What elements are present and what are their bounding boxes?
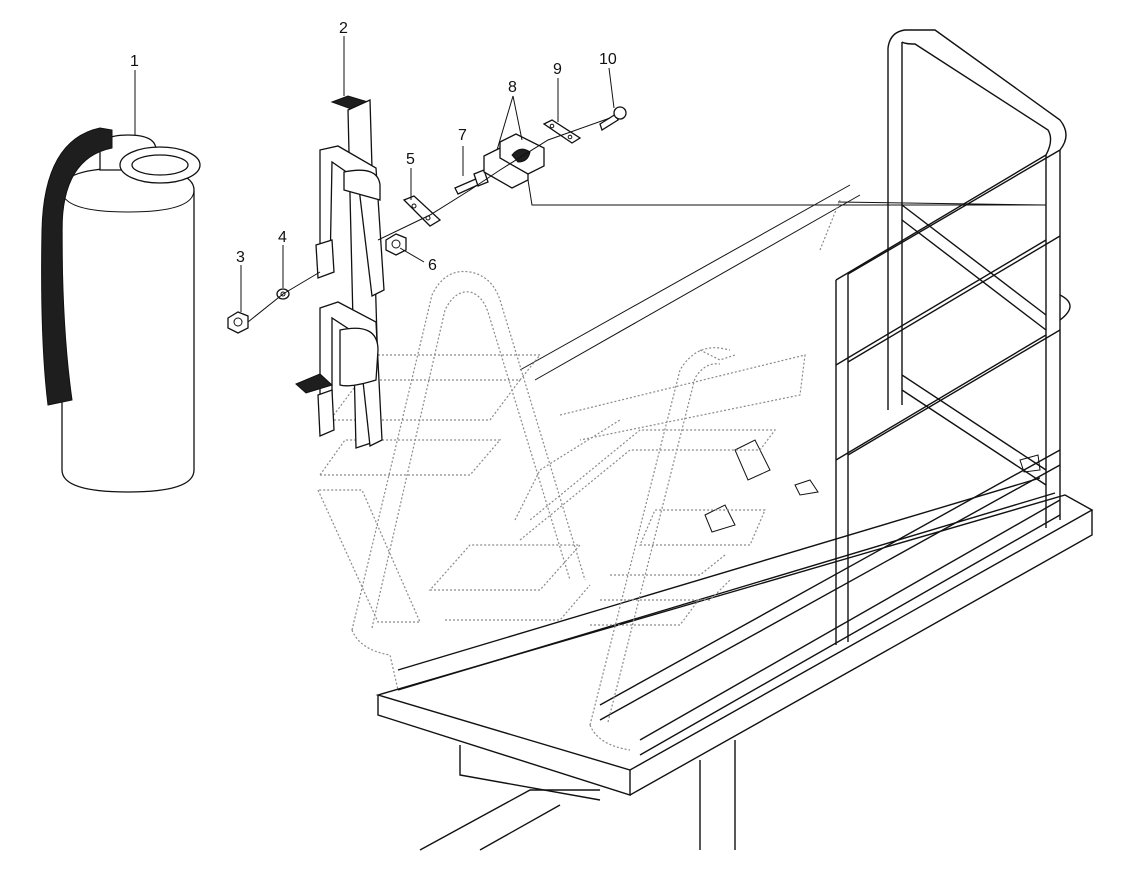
nut-part-6-icon: [385, 233, 407, 256]
assembly-lines: [134, 36, 1046, 323]
bolt-part-7-icon: [454, 169, 489, 195]
clamp-block-part-8-icon: [483, 133, 545, 189]
screw-part-10-icon: [599, 106, 627, 131]
ghost-ladder-frames: [351, 199, 841, 751]
watermark-logo: [317, 354, 806, 626]
callout-1: 1: [130, 53, 139, 70]
mounting-bracket-icon: [295, 95, 385, 449]
callout-4: 4: [278, 229, 287, 246]
callout-8: 8: [508, 79, 517, 96]
callout-5: 5: [406, 151, 415, 168]
plate-part-5-icon: [402, 195, 442, 227]
platform-railing-illustration: [375, 29, 1094, 851]
callout-labels: 1 2 3 4 5 6 7 8 9 10: [130, 20, 617, 274]
callout-2: 2: [339, 20, 348, 37]
fire-extinguisher-icon: [41, 127, 201, 493]
callout-3: 3: [236, 249, 245, 266]
plate-part-9-icon: [542, 119, 582, 144]
nut-part-3-icon: [227, 311, 249, 334]
callout-10: 10: [599, 51, 617, 68]
callout-7: 7: [458, 127, 467, 144]
callout-6: 6: [428, 257, 437, 274]
callout-9: 9: [553, 61, 562, 78]
